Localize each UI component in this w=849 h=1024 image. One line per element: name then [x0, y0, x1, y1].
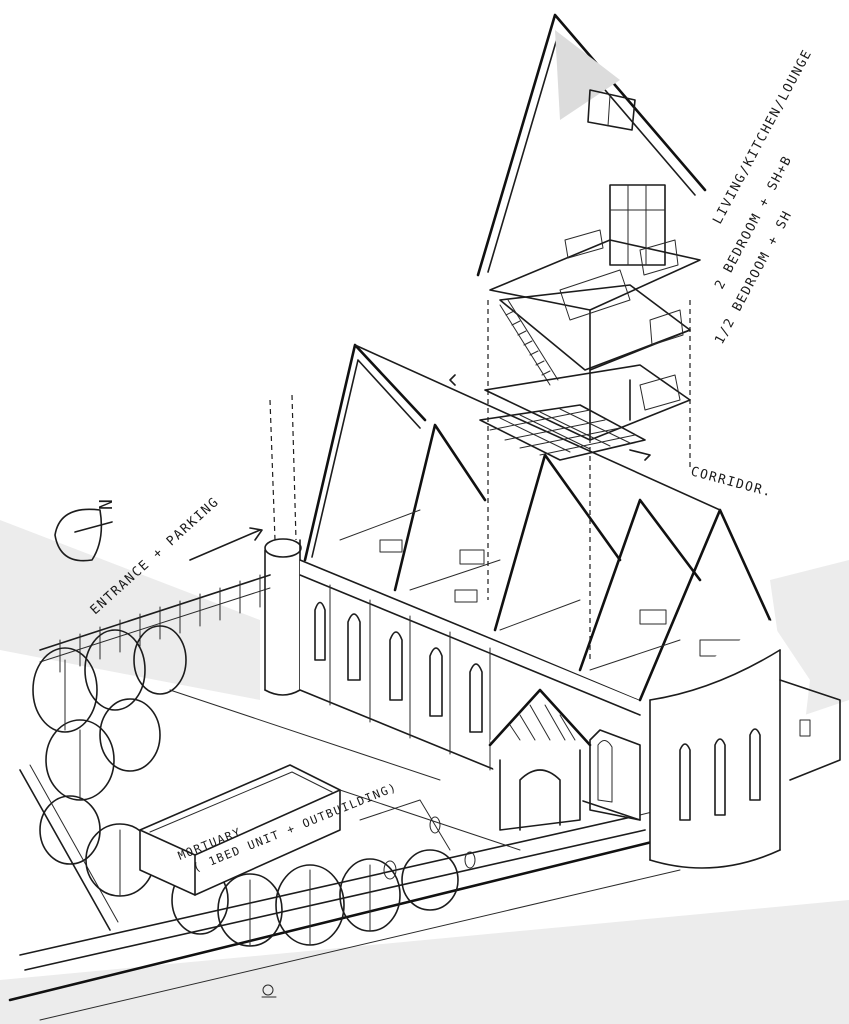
exploded-module	[449, 13, 707, 660]
courtyard	[169, 689, 521, 880]
stair	[499, 299, 559, 386]
label-corridor: CORRIDOR.	[689, 464, 774, 500]
north-letter: N	[96, 498, 117, 510]
apse	[589, 620, 841, 869]
garden-fence	[19, 574, 271, 931]
entrance-arrow	[189, 527, 263, 561]
north-arrow	[54, 508, 113, 562]
porch	[488, 688, 592, 831]
